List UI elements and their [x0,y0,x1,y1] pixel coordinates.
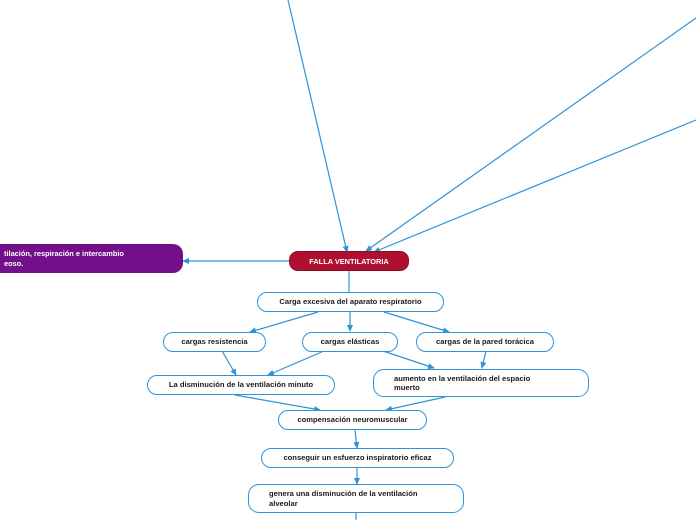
node-disminucion-ventilacion[interactable]: La disminución de la ventilación minuto [147,375,335,395]
connector-right [373,119,696,253]
connector-to-resistencia [249,311,319,334]
connector-compensacion-down [353,429,360,449]
connector-elasticas-right [382,350,435,369]
connector-disminucion-down [234,394,321,412]
node-carga-excesiva[interactable]: Carga excesiva del aparato respiratorio [257,292,444,312]
central-topic[interactable]: FALLA VENTILATORIA [289,251,409,271]
node-disminucion-alveolar[interactable]: genera una disminución de la ventilación… [248,484,464,513]
connector-aumento-down [385,396,446,412]
connector-elasticas-left [267,350,325,376]
topic-left[interactable]: tilación, respiración e intercambio eoso… [0,244,183,273]
node-cargas-pared[interactable]: cargas de la pared torácica [416,332,554,352]
node-cargas-elasticas[interactable]: cargas elásticas [302,332,398,352]
connector-resistencia-down [221,350,237,376]
connector-pared-down [480,350,487,369]
connector-top-right [365,17,696,252]
connector-to-pared [383,311,450,334]
node-compensacion[interactable]: compensación neuromuscular [278,410,427,430]
node-cargas-resistencia[interactable]: cargas resistencia [163,332,266,352]
node-esfuerzo-inspiratorio[interactable]: conseguir un esfuerzo inspiratorio efica… [261,448,454,468]
connector-top [287,0,349,253]
node-aumento-espacio-muerto[interactable]: aumento en la ventilación del espacio mu… [373,369,589,397]
